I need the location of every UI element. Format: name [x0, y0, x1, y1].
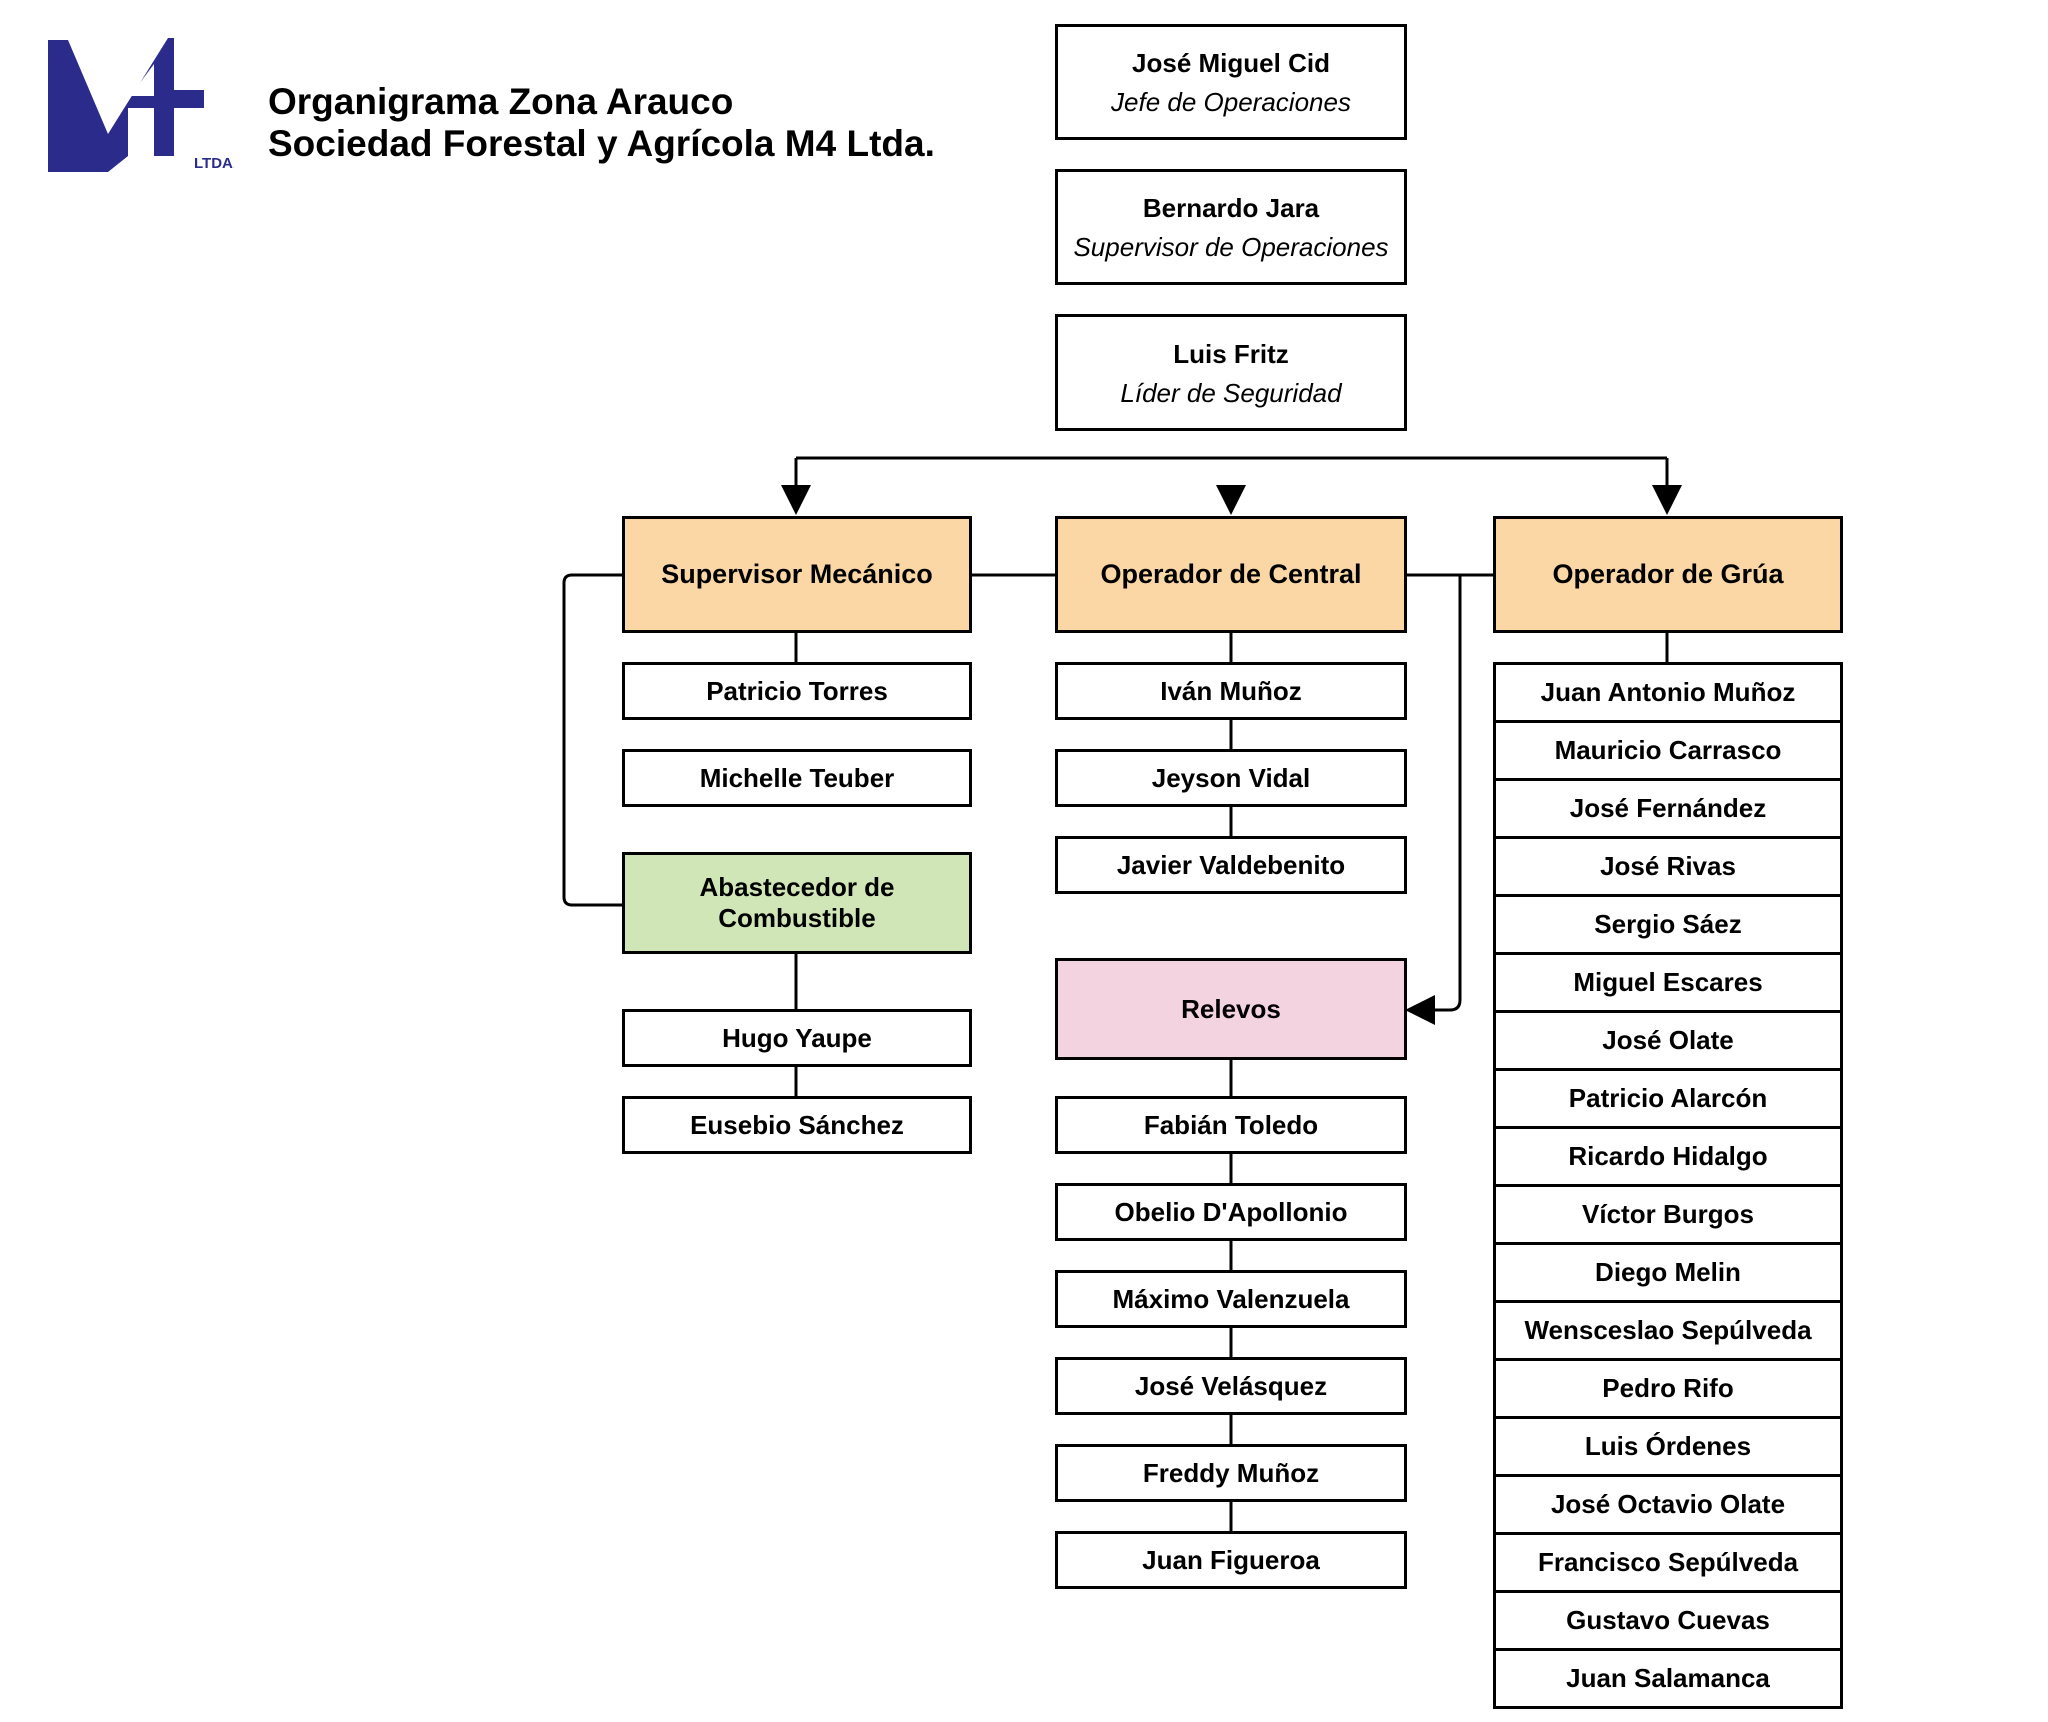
member-box: Obelio D'Apollonio	[1055, 1183, 1407, 1241]
member-box: José Rivas	[1493, 836, 1843, 897]
member-box: Diego Melin	[1493, 1242, 1843, 1303]
member-box: Máximo Valenzuela	[1055, 1270, 1407, 1328]
relief-connector	[1405, 575, 1462, 1025]
member-box: Patricio Torres	[622, 662, 972, 720]
head-operador-grua: Operador de Grúa	[1493, 516, 1843, 633]
member-box: Luis Órdenes	[1493, 1416, 1843, 1477]
chart-subtitle: Sociedad Forestal y Agrícola M4 Ltda.	[268, 123, 935, 164]
member-box: Michelle Teuber	[622, 749, 972, 807]
member-box: José Olate	[1493, 1010, 1843, 1071]
node-name: Luis Fritz	[1173, 338, 1289, 369]
svg-text:LTDA.: LTDA.	[194, 155, 234, 172]
member-box: Gustavo Cuevas	[1493, 1590, 1843, 1651]
company-logo: LTDA.	[48, 38, 234, 172]
member-box: Javier Valdebenito	[1055, 836, 1407, 894]
member-box: Fabián Toledo	[1055, 1096, 1407, 1154]
node-name: José Miguel Cid	[1132, 48, 1330, 78]
head-supervisor-mecanico: Supervisor Mecánico	[622, 516, 972, 633]
node-jefe-operaciones: José Miguel Cid Jefe de Operaciones	[1055, 24, 1407, 140]
node-role: Líder de Seguridad	[1120, 377, 1342, 408]
head-relevos: Relevos	[1055, 958, 1407, 1060]
member-box: Sergio Sáez	[1493, 894, 1843, 955]
member-box: Pedro Rifo	[1493, 1358, 1843, 1419]
member-box: José Octavio Olate	[1493, 1474, 1843, 1535]
member-box: Juan Salamanca	[1493, 1648, 1843, 1709]
node-supervisor-operaciones: Bernardo Jara Supervisor de Operaciones	[1055, 169, 1407, 285]
member-box: Jeyson Vidal	[1055, 749, 1407, 807]
member-box: Francisco Sepúlveda	[1493, 1532, 1843, 1593]
member-box: Iván Muñoz	[1055, 662, 1407, 720]
member-box: Víctor Burgos	[1493, 1184, 1843, 1245]
head-operador-central: Operador de Central	[1055, 516, 1407, 633]
node-role: Jefe de Operaciones	[1111, 87, 1351, 117]
member-box: Mauricio Carrasco	[1493, 720, 1843, 781]
member-box: Hugo Yaupe	[622, 1009, 972, 1067]
member-box: Wensceslao Sepúlveda	[1493, 1300, 1843, 1361]
member-box: Miguel Escares	[1493, 952, 1843, 1013]
member-box: Patricio Alarcón	[1493, 1068, 1843, 1129]
chart-title: Organigrama Zona Arauco	[268, 81, 734, 122]
member-box: José Velásquez	[1055, 1357, 1407, 1415]
member-box: Ricardo Hidalgo	[1493, 1126, 1843, 1187]
member-box: José Fernández	[1493, 778, 1843, 839]
member-box: Freddy Muñoz	[1055, 1444, 1407, 1502]
node-role: Supervisor de Operaciones	[1073, 232, 1389, 262]
member-box: Juan Antonio Muñoz	[1493, 662, 1843, 723]
node-name: Bernardo Jara	[1142, 193, 1320, 223]
head-abastecedor-combustible: Abastecedor de Combustible	[622, 852, 972, 954]
member-box: Juan Figueroa	[1055, 1531, 1407, 1589]
member-box: Eusebio Sánchez	[622, 1096, 972, 1154]
fuel-loop-connector	[562, 573, 622, 907]
node-lider-seguridad: Luis Fritz Líder de Seguridad	[1055, 314, 1407, 431]
